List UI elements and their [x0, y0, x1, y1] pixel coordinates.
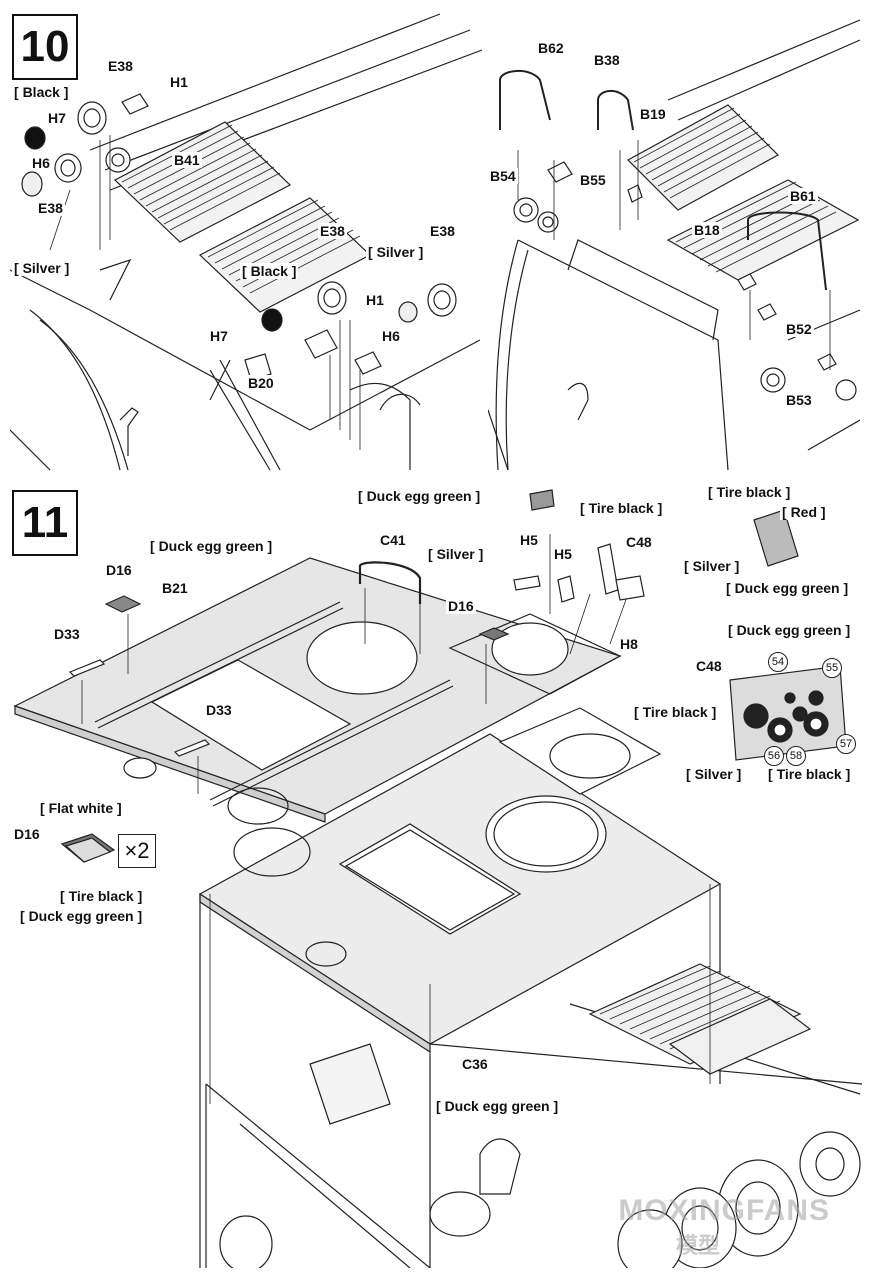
watermark-text: MOXINGFANS — [618, 1194, 830, 1227]
part-label-e38: E38 — [106, 58, 135, 74]
part-label-b52: B52 — [784, 321, 814, 337]
paint-label-duck-egg-green: [ Duck egg green ] — [724, 580, 851, 596]
paint-label-duck-egg-green: [ Duck egg green ] — [726, 622, 853, 638]
paint-label-tire-black: [ Tire black ] — [632, 704, 719, 720]
part-label-b18: B18 — [692, 222, 722, 238]
step11-panel: 11 [ Duck egg green ] [ Tire black ] [ T… — [10, 484, 862, 1268]
gauge-callout-56: 56 — [764, 746, 784, 766]
part-label-e38: E38 — [36, 200, 65, 216]
part-label-b38: B38 — [592, 52, 622, 68]
part-label-h5: H5 — [552, 546, 574, 562]
paint-label-black: [ Black ] — [240, 263, 299, 279]
part-label-d16: D16 — [446, 598, 476, 614]
paint-label-flat-white: [ Flat white ] — [38, 800, 124, 816]
part-label-h8: H8 — [618, 636, 640, 652]
watermark-subtext: 模型 — [675, 1233, 720, 1258]
part-label-c48: C48 — [694, 658, 724, 674]
paint-label-silver: [ Silver ] — [366, 244, 426, 260]
part-label-h1: H1 — [364, 292, 386, 308]
part-label-h6: H6 — [380, 328, 402, 344]
part-label-b61: B61 — [788, 188, 818, 204]
paint-label-silver: [ Silver ] — [684, 766, 744, 782]
part-label-h5: H5 — [518, 532, 540, 548]
part-label-h6: H6 — [30, 155, 52, 171]
part-label-c41: C41 — [378, 532, 408, 548]
part-label-d33: D33 — [52, 626, 82, 642]
paint-label-duck-egg-green: [ Duck egg green ] — [356, 488, 483, 504]
gauge-callout-55: 55 — [822, 658, 842, 678]
paint-label-tire-black: [ Tire black ] — [58, 888, 145, 904]
part-label-d16: D16 — [12, 826, 42, 842]
paint-label-silver: [ Silver ] — [426, 546, 486, 562]
part-label-b53: B53 — [784, 392, 814, 408]
part-label-d16: D16 — [104, 562, 134, 578]
paint-label-silver: [ Silver ] — [12, 260, 72, 276]
part-label-h1: H1 — [168, 74, 190, 90]
gauge-callout-54: 54 — [768, 652, 788, 672]
part-label-c48: C48 — [624, 534, 654, 550]
part-label-e38: E38 — [428, 223, 457, 239]
part-label-h7: H7 — [46, 110, 68, 126]
paint-label-duck-egg-green: [ Duck egg green ] — [148, 538, 275, 554]
part-label-b55: B55 — [578, 172, 608, 188]
paint-label-duck-egg-green: [ Duck egg green ] — [18, 908, 145, 924]
step10-left-drawing — [10, 13, 482, 471]
gauge-callout-58: 58 — [786, 746, 806, 766]
part-label-d33: D33 — [204, 702, 234, 718]
step11-drawing — [13, 489, 862, 1268]
part-label-e38: E38 — [318, 223, 347, 239]
paint-label-silver: [ Silver ] — [682, 558, 742, 574]
step10-left-panel: 10 E38 H1 [ Black ] H7 H6 B41 E38 E38 E3… — [10, 10, 482, 474]
paint-label-duck-egg-green: [ Duck egg green ] — [434, 1098, 561, 1114]
part-label-c36: C36 — [460, 1056, 490, 1072]
gauge-callout-57: 57 — [836, 734, 856, 754]
paint-label-tire-black: [ Tire black ] — [578, 500, 665, 516]
step-number-11: 11 — [12, 490, 78, 556]
part-label-b62: B62 — [536, 40, 566, 56]
step10-right-drawing — [488, 19, 860, 471]
paint-label-tire-black: [ Tire black ] — [766, 766, 853, 782]
part-label-b21: B21 — [160, 580, 190, 596]
part-label-b54: B54 — [488, 168, 518, 184]
part-label-h7: H7 — [208, 328, 230, 344]
part-label-b19: B19 — [638, 106, 668, 122]
paint-label-black: [ Black ] — [12, 84, 71, 100]
quantity-multiplier: ×2 — [118, 834, 156, 868]
step-number-10: 10 — [12, 14, 78, 80]
paint-label-tire-black: [ Tire black ] — [706, 484, 793, 500]
paint-label-red: [ Red ] — [780, 504, 828, 520]
part-label-b20: B20 — [246, 375, 276, 391]
step10-right-panel: B62 B38 B19 B54 B55 B61 B18 B52 B53 — [488, 10, 860, 474]
part-label-b41: B41 — [172, 152, 202, 168]
